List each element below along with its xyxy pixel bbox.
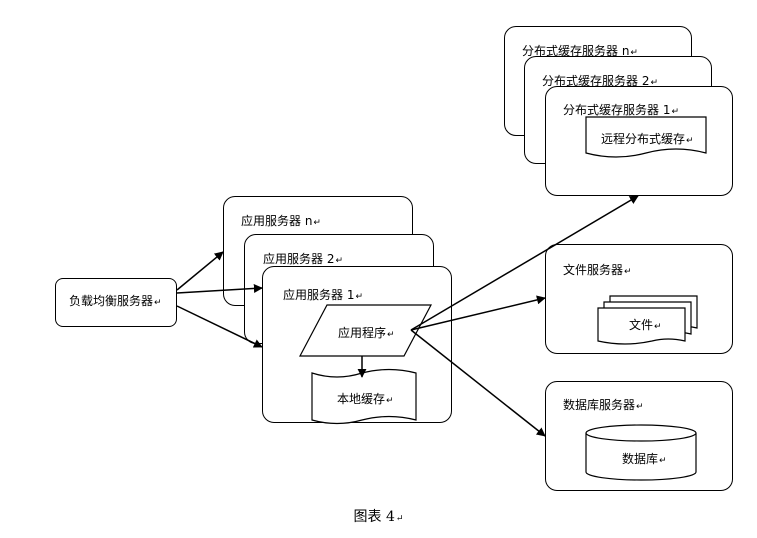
remote-cache-shape bbox=[585, 116, 707, 158]
app-program-shape bbox=[299, 304, 432, 357]
arrow-app-to-file bbox=[410, 295, 546, 331]
arrow-lb-to-app-n bbox=[176, 251, 224, 291]
app-server-n-label: 应用服务器 n↵ bbox=[241, 214, 321, 228]
local-cache-label: 本地缓存↵ bbox=[337, 392, 394, 406]
database-label: 数据库↵ bbox=[622, 452, 667, 466]
app-server-2-label: 应用服务器 2↵ bbox=[263, 252, 343, 266]
file-doc-label: 文件↵ bbox=[629, 318, 662, 332]
load-balancer-box bbox=[55, 278, 177, 327]
app-program-label: 应用程序↵ bbox=[338, 326, 395, 340]
cache-server-2-label: 分布式缓存服务器 2↵ bbox=[542, 74, 658, 88]
arrow-app-to-db bbox=[410, 329, 546, 437]
remote-cache-label: 远程分布式缓存↵ bbox=[601, 132, 694, 146]
file-doc-front-shape bbox=[597, 307, 686, 345]
arrow-app-to-cache bbox=[410, 195, 639, 331]
figure-caption: 图表 4↵ bbox=[353, 509, 404, 525]
database-shape bbox=[585, 433, 697, 481]
local-cache-shape bbox=[311, 368, 417, 425]
arrow-lb-to-app-2 bbox=[176, 283, 263, 294]
load-balancer-label: 负载均衡服务器↵ bbox=[69, 294, 162, 308]
app-server-1-label: 应用服务器 1↵ bbox=[283, 288, 363, 302]
database-top-shape bbox=[585, 424, 697, 442]
cache-server-1-label: 分布式缓存服务器 1↵ bbox=[563, 103, 679, 117]
file-server-label: 文件服务器↵ bbox=[563, 263, 632, 277]
cache-server-n-label: 分布式缓存服务器 n↵ bbox=[522, 44, 638, 58]
db-server-label: 数据库服务器↵ bbox=[563, 398, 644, 412]
arrow-lb-to-app-1 bbox=[176, 305, 263, 348]
